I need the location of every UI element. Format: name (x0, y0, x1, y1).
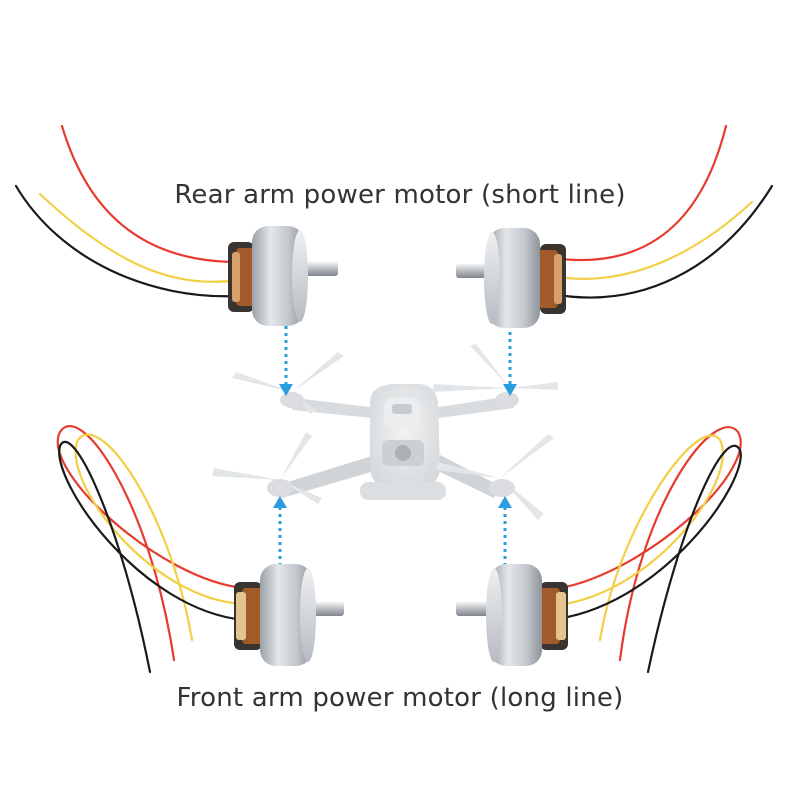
arrow-rear-left (279, 312, 293, 396)
motor-rear-left (228, 226, 338, 326)
wires-front-right (546, 426, 742, 674)
rear-motor-label: Rear arm power motor (short line) (174, 180, 626, 210)
arrow-front-right (498, 496, 512, 566)
propeller-front-left (212, 432, 322, 504)
motor-front-left (234, 564, 344, 666)
arrow-front-left (273, 496, 287, 566)
wires-front-left (56, 425, 246, 674)
motor-front-right (456, 564, 568, 666)
propeller-rear-left (232, 352, 344, 414)
motor-rear-right (456, 228, 566, 328)
front-motor-label: Front arm power motor (long line) (176, 683, 624, 713)
drone-illustration (212, 344, 558, 520)
arrow-rear-right (503, 318, 517, 396)
propeller-rear-right (432, 344, 558, 408)
wires-rear-right (550, 124, 774, 299)
wires-rear-left (14, 124, 240, 298)
propeller-front-right (436, 434, 554, 520)
